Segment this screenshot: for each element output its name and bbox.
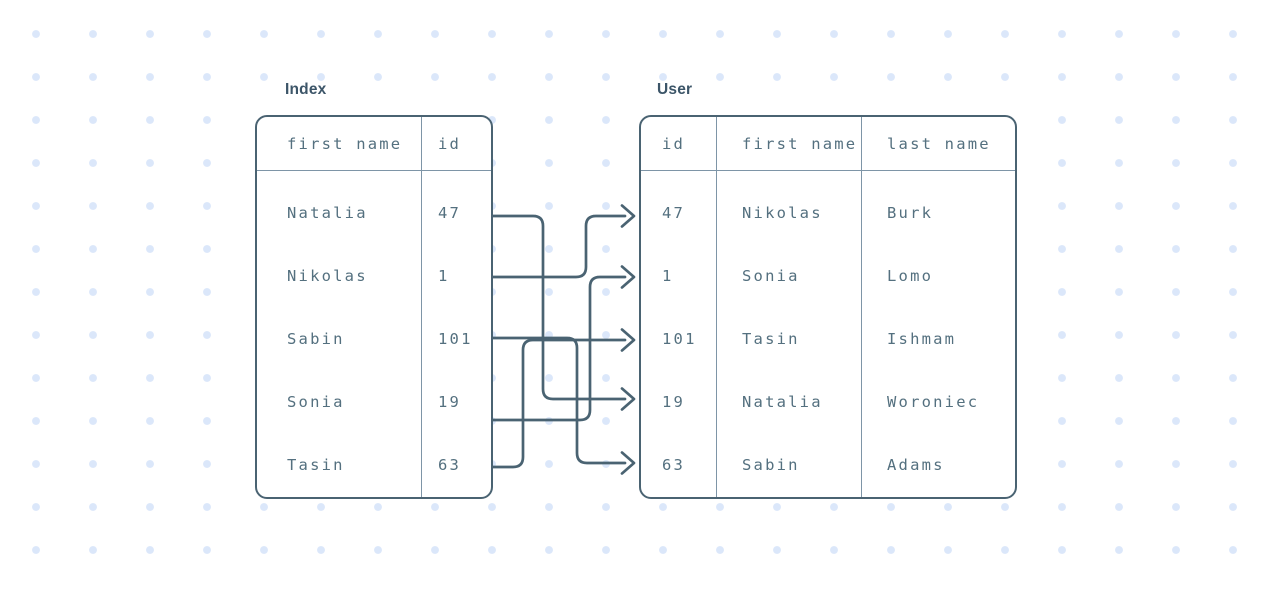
arrow-head-icon [620,328,636,352]
table-cell: Sabin [287,329,345,348]
table-row: 101 Tasin Ishmam [641,307,1015,370]
table-row: Natalia 47 [257,181,491,244]
table-cell: 101 [438,329,473,348]
table-header-row: first name id [257,117,491,171]
user-table-title: User [657,81,693,98]
table-cell: Natalia [287,203,368,222]
table-row: 1 Sonia Lomo [641,244,1015,307]
table-row: 47 Nikolas Burk [641,181,1015,244]
column-header: first name [742,134,858,153]
column-divider [861,117,862,497]
arrow-path-1 [491,214,627,401]
table-cell: 63 [662,455,686,474]
table-cell: Tasin [287,455,345,474]
arrow-path-5 [491,338,627,469]
table-cell: Tasin [742,329,800,348]
table-cell: Burk [887,203,934,222]
table-cell: Woroniec [887,392,980,411]
table-cell: 101 [662,329,697,348]
arrow-path-4 [491,275,627,422]
table-header-row: id first name last name [641,117,1015,171]
table-row: Nikolas 1 [257,244,491,307]
arrow-head-icon [620,204,636,228]
table-cell: Natalia [742,392,823,411]
index-table-title: Index [285,81,327,98]
table-cell: Sonia [742,266,800,285]
column-header: last name [887,134,991,153]
table-body: 47 Nikolas Burk 1 Sonia Lomo 101 Tasin Ishmam 19 N… [641,171,1015,496]
table-cell: 47 [662,203,686,222]
arrow-head-icon [620,387,636,411]
column-divider [421,117,422,497]
user-table: id first name last name 47 Nikolas Burk 1 Sonia… [639,115,1017,499]
table-row: 19 Natalia Woroniec [641,370,1015,433]
table-cell: Sonia [287,392,345,411]
column-header: first name [287,134,403,153]
table-cell: 47 [438,203,462,222]
table-cell: 1 [662,266,674,285]
arrow-path-2 [491,214,627,279]
arrow-path-3 [491,336,627,465]
table-cell: 1 [438,266,450,285]
table-row: Sabin 101 [257,307,491,370]
table-row: Sonia 19 [257,370,491,433]
column-header: id [438,134,462,153]
table-row: Tasin 63 [257,433,491,496]
table-cell: 63 [438,455,462,474]
table-cell: 19 [662,392,686,411]
dot-grid-background [0,0,1270,572]
arrow-head-icon [620,451,636,475]
table-cell: 19 [438,392,462,411]
column-divider [716,117,717,497]
table-cell: Lomo [887,266,934,285]
table-cell: Nikolas [742,203,823,222]
table-cell: Sabin [742,455,800,474]
column-header: id [662,134,686,153]
table-cell: Adams [887,455,945,474]
arrow-head-icon [620,265,636,289]
table-cell: Nikolas [287,266,368,285]
table-row: 63 Sabin Adams [641,433,1015,496]
table-cell: Ishmam [887,329,957,348]
